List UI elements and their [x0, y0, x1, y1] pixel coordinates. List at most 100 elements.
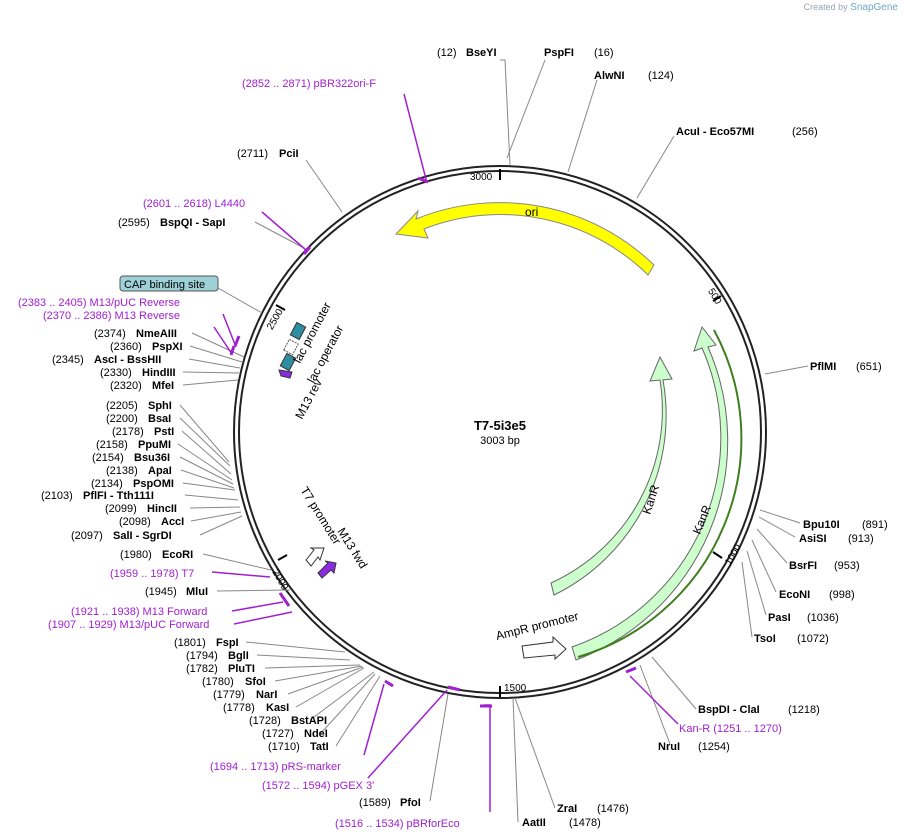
site-pos-tati: (1710) [268, 741, 300, 753]
ori-label: ori [525, 205, 538, 219]
primer-m13-puc-reverse[interactable]: (2383 .. 2405) M13/pUC Reverse [18, 297, 180, 309]
site-name-pspomi[interactable]: PspOMI [133, 478, 174, 490]
site-name-mfei[interactable]: MfeI [152, 380, 174, 392]
site-pos-mlui: (1945) [145, 586, 177, 598]
site-name-bspdi[interactable]: BspDI - ClaI [698, 704, 760, 716]
site-name-bsai[interactable]: BsaI [148, 413, 171, 425]
site-pos-alwni: (124) [648, 70, 674, 82]
site-name-alwni[interactable]: AlwNI [594, 70, 625, 82]
site-pos-pspfi: (16) [594, 47, 614, 59]
site-name-pflmi[interactable]: PflMI [810, 361, 836, 373]
site-name-pflfi[interactable]: PflFI - Tth111I [83, 490, 154, 502]
lac-operator-mark[interactable] [279, 352, 297, 372]
primer-pgex3[interactable]: (1572 .. 1594) pGEX 3' [262, 780, 374, 792]
site-name-bpu10i[interactable]: Bpu10I [803, 519, 840, 531]
site-name-tati[interactable]: TatI [310, 741, 329, 753]
kanr-inner-label: KanR [640, 483, 663, 516]
site-name-ecori[interactable]: EcoRI [162, 549, 193, 561]
site-name-sfoi[interactable]: SfoI [245, 676, 266, 688]
cap-binding-site-box[interactable] [119, 275, 219, 292]
site-pos-asisi: (913) [848, 533, 874, 545]
primer-pbr322ori-f[interactable]: (2852 .. 2871) pBR322ori-F [242, 78, 376, 90]
site-pos-hindiii: (2330) [100, 367, 132, 379]
site-pos-bstapi: (1728) [249, 715, 281, 727]
kanr-inner-feature[interactable] [550, 355, 673, 596]
site-pos-asci: (2345) [52, 354, 84, 366]
site-name-asisi[interactable]: AsiSI [799, 533, 827, 545]
site-name-fspi[interactable]: FspI [216, 637, 239, 649]
site-pos-sphi: (2205) [106, 400, 138, 412]
site-name-hindiii[interactable]: HindIII [142, 367, 176, 379]
kanr-outer-feature[interactable] [571, 325, 729, 661]
primer-prs-marker[interactable]: (1694 .. 1713) pRS-marker [210, 761, 341, 773]
site-name-tsoi[interactable]: TsoI [754, 633, 776, 645]
site-labels: (12) BseYI PspFI (16) AlwNI (124) AcuI -… [41, 47, 888, 829]
site-pos-hincii: (2099) [105, 503, 137, 515]
site-pos-psti: (2178) [112, 426, 144, 438]
site-name-psti[interactable]: PstI [154, 426, 174, 438]
site-name-pfoi[interactable]: PfoI [400, 797, 421, 809]
brand-name: SnapGene [850, 2, 898, 13]
site-name-ndei[interactable]: NdeI [304, 728, 328, 740]
tick-2500-mark [275, 304, 286, 311]
site-name-nari[interactable]: NarI [256, 689, 277, 701]
primer-m13-reverse[interactable]: (2370 .. 2386) M13 Reverse [43, 310, 180, 322]
primer-connectors [211, 93, 679, 812]
site-name-zrai[interactable]: ZraI [557, 803, 577, 815]
m13-rev-mark[interactable] [278, 369, 293, 379]
m13-fwd-mark[interactable] [317, 560, 337, 579]
primer-l4440[interactable]: (2601 .. 2618) L4440 [143, 198, 245, 210]
site-name-apai[interactable]: ApaI [148, 465, 172, 477]
site-name-aatii[interactable]: AatII [522, 817, 546, 829]
site-name-pluti[interactable]: PluTI [228, 663, 255, 675]
primer-pbrforeco[interactable]: (1516 .. 1534) pBRforEco [335, 818, 460, 830]
site-name-nmeaiii[interactable]: NmeAIII [136, 328, 177, 340]
site-name-bseyi[interactable]: BseYI [466, 47, 497, 59]
site-pos-bsu36i: (2154) [92, 452, 124, 464]
site-pos-pspomi: (2134) [91, 478, 123, 490]
tick-2000-label: 2000 [269, 568, 290, 593]
site-name-ppumi[interactable]: PpuMI [138, 439, 171, 451]
site-pos-pcii: (2711) [237, 148, 268, 160]
site-name-bspqi[interactable]: BspQI - SapI [160, 217, 225, 229]
site-pos-pluti: (1782) [186, 663, 218, 675]
site-name-acui[interactable]: AcuI - Eco57MI [676, 126, 754, 138]
site-name-bgli[interactable]: BglI [228, 650, 249, 662]
primer-kan-r[interactable]: Kan-R (1251 .. 1270) [679, 723, 782, 735]
site-name-pspfi[interactable]: PspFI [544, 47, 574, 59]
primer-t7[interactable]: (1959 .. 1978) T7 [110, 568, 194, 580]
lac-promoter-mark[interactable] [283, 338, 299, 356]
primer-m13-forward[interactable]: (1921 .. 1938) M13 Forward [71, 606, 207, 618]
site-name-kasi[interactable]: KasI [266, 702, 289, 714]
primer-m13-puc-forward[interactable]: (1907 .. 1929) M13/pUC Forward [48, 619, 209, 631]
site-name-hincii[interactable]: HincII [147, 503, 177, 515]
cap-site-mark[interactable] [289, 321, 307, 341]
ampr-promoter-feature[interactable] [521, 635, 567, 661]
site-pos-pflmi: (651) [856, 361, 882, 373]
ori-feature[interactable] [394, 202, 655, 276]
site-name-pcii[interactable]: PciI [279, 148, 299, 160]
site-pos-nmeaiii: (2374) [94, 328, 126, 340]
site-name-mlui[interactable]: MluI [186, 586, 208, 598]
site-name-bsu36i[interactable]: Bsu36I [134, 452, 170, 464]
ampr-promoter-label: AmpR promoter [494, 609, 580, 643]
t7-promoter-mark[interactable] [305, 547, 325, 567]
tick-2000-mark [277, 554, 288, 561]
site-name-pasi[interactable]: PasI [768, 612, 791, 624]
site-name-asci[interactable]: AscI - BssHII [94, 354, 161, 366]
site-pos-sfoi: (1780) [202, 676, 234, 688]
site-name-bsrfi[interactable]: BsrFI [789, 560, 817, 572]
site-pos-zrai: (1476) [597, 803, 629, 815]
site-pos-ppumi: (2158) [96, 439, 128, 451]
ticks: 3000 500 1000 1500 2000 2500 [265, 169, 744, 697]
site-name-acci[interactable]: AccI [161, 516, 184, 528]
primer-labels: (2852 .. 2871) pBR322ori-F (2601 .. 2618… [18, 78, 782, 830]
site-name-sphi[interactable]: SphI [148, 400, 172, 412]
site-name-pspxi[interactable]: PspXI [152, 341, 183, 353]
site-name-bstapi[interactable]: BstAPI [291, 715, 327, 727]
site-name-sali[interactable]: SalI - SgrDI [113, 530, 172, 542]
site-pos-bspdi: (1218) [788, 704, 820, 716]
site-name-nrui[interactable]: NruI [658, 741, 680, 753]
site-name-econi[interactable]: EcoNI [779, 589, 810, 601]
